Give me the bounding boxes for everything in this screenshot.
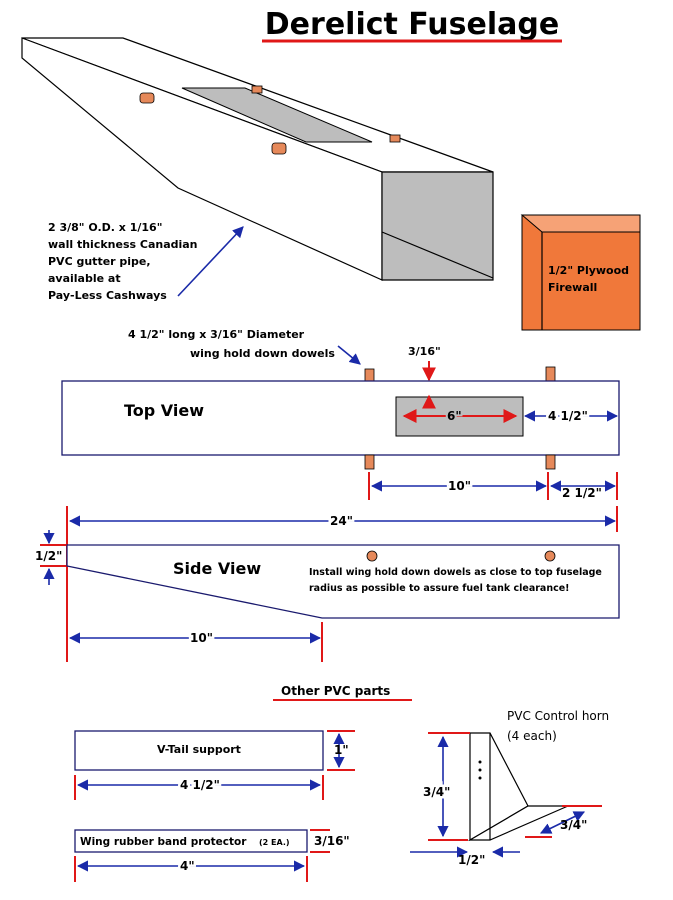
other-parts: Other PVC parts V-Tail support 1" 4 1/2"… <box>74 684 609 882</box>
top-dim-3-16: 3/16" <box>408 345 441 358</box>
side-note-line: Install wing hold down dowels as close t… <box>309 567 602 578</box>
side-dowel <box>366 550 378 562</box>
fuselage-cutout <box>181 87 373 143</box>
horn-title: PVC Control horn <box>507 709 609 723</box>
pipe-note-line: wall thickness Canadian <box>48 238 198 251</box>
protector-qty: (2 EA.) <box>259 838 290 847</box>
vtail-width: 4 1/2" <box>180 778 220 792</box>
side-dim-10: 10" <box>190 631 213 645</box>
horn-height: 3/4" <box>423 785 450 799</box>
horn-diag: 3/4" <box>560 818 587 832</box>
fuselage-side-face <box>21 37 383 281</box>
pipe-note-line: 2 3/8" O.D. x 1/16" <box>48 221 162 234</box>
dowel-3d-1 <box>139 92 155 104</box>
top-dowel <box>364 454 375 470</box>
top-view: 3/16" Top View 6" 4 1/2" 10" 2 1/2" <box>61 345 620 500</box>
side-note-line: radius as possible to assure fuel tank c… <box>309 583 570 594</box>
firewall-label: 1/2" Plywood <box>548 264 629 277</box>
dowel-3d-2 <box>271 142 287 155</box>
horn-title: (4 each) <box>507 729 557 743</box>
wing-protector <box>74 829 308 853</box>
top-dim-2-1-2: 2 1/2" <box>562 486 602 500</box>
dowel-note-arrow <box>337 345 361 365</box>
side-dim-24: 24" <box>330 514 353 528</box>
side-dim-1-2: 1/2" <box>35 549 62 563</box>
firewall-label: Firewall <box>548 281 597 294</box>
protector-label: Wing rubber band protector <box>80 836 247 848</box>
top-dowel <box>545 366 556 382</box>
top-dim-10: 10" <box>448 479 471 493</box>
pipe-note-arrow <box>177 226 244 297</box>
vtail-label: V-Tail support <box>157 743 241 756</box>
dowel-3d-4 <box>389 134 401 143</box>
control-horn <box>467 732 569 842</box>
side-view: 24" 1/2" Side View Install wing hold dow… <box>35 506 620 662</box>
fuselage-3d <box>21 37 494 281</box>
side-dowel <box>544 550 556 562</box>
side-view-body <box>66 544 620 619</box>
dowel-note-line: 4 1/2" long x 3/16" Diameter <box>128 328 305 341</box>
protector-width: 4" <box>180 859 195 873</box>
vtail-support <box>74 730 324 771</box>
top-dim-4-1-2: 4 1/2" <box>548 409 588 423</box>
vtail-height: 1" <box>334 743 349 757</box>
other-parts-heading: Other PVC parts <box>281 684 390 698</box>
firewall: 1/2" Plywood Firewall <box>520 214 641 331</box>
horn-base: 1/2" <box>458 853 485 867</box>
dowel-3d-3 <box>251 85 263 94</box>
pipe-note-line: PVC gutter pipe, <box>48 255 151 268</box>
pipe-note: 2 3/8" O.D. x 1/16" wall thickness Canad… <box>48 221 198 302</box>
pipe-note-line: Pay-Less Cashways <box>48 289 167 302</box>
top-view-label: Top View <box>124 401 204 420</box>
dowel-note-line: wing hold down dowels <box>190 347 335 360</box>
top-dowel <box>545 454 556 470</box>
top-dim-6: 6" <box>447 409 462 423</box>
fuselage-end-face <box>381 171 494 281</box>
protector-height: 3/16" <box>314 834 350 848</box>
side-view-label: Side View <box>173 559 261 578</box>
pipe-note-line: available at <box>48 272 121 285</box>
diagram-title: Derelict Fuselage <box>265 7 559 42</box>
